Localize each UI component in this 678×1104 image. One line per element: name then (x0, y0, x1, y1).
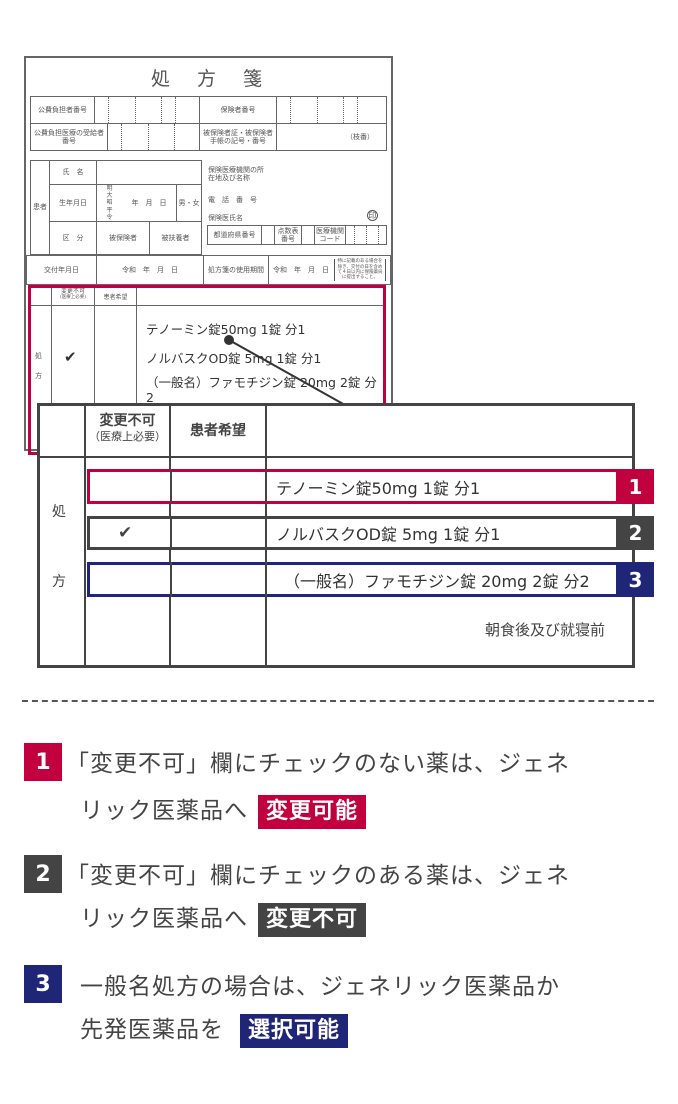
zoom-connector (224, 335, 346, 406)
drug-row-1: テノーミン錠50mg 1錠 分1 (87, 469, 619, 504)
drug-row-3: （一般名）ファモチジン錠 20mg 2錠 分2 (87, 562, 619, 597)
note-2-line-2: リック医薬品へ変更不可 (80, 899, 367, 937)
note-2-line-1: 「変更不可」欄にチェックのある薬は、ジェネ (66, 863, 570, 889)
doctor-label: 保険医氏名 (208, 214, 243, 222)
drug-row-3-text: （一般名）ファモチジン錠 20mg 2錠 分2 (284, 571, 590, 591)
branch-no: （枝番） (276, 123, 387, 151)
valid-period: 令和 年 月 日特に記載のある場合を除き、交付の日を含めて４日以内に保険薬局に提… (268, 255, 391, 285)
medical-need-text: (医療上必要) (59, 294, 86, 300)
note-1-text: リック医薬品へ (80, 798, 248, 824)
note-badge-3: 3 (24, 965, 62, 1003)
rx-highlight: 変更不可(医療上必要) 患者希望 処方 ✔ テノーミン錠50mg 1錠 分1 ノ… (28, 285, 386, 455)
prescription-form: 処 方 箋 公費負担者番号 保険者番号 公費負担医療の受給者番号 被保険者証・被… (24, 56, 393, 455)
tag-selectable: 選択可能 (240, 1014, 349, 1048)
form-title: 処 方 箋 (150, 68, 266, 90)
row-check-icon: ✔ (118, 523, 133, 543)
form-drug-3: （一般名）ファモチジン錠 20mg 2錠 分2 (146, 375, 377, 405)
note-1-line-2: リック医薬品へ変更可能 (80, 791, 367, 829)
drug-row-2: ✔ ノルバスクOD錠 5mg 1錠 分1 (87, 516, 619, 550)
note-1-line-1: 「変更不可」欄にチェックのない薬は、ジェネ (66, 751, 570, 777)
dependent-option: 被扶養者 (149, 221, 202, 255)
note-3-line-1: 一般名処方の場合は、ジェネリック医薬品か (80, 974, 560, 1000)
note-badge-1: 1 (24, 743, 62, 781)
form-rx-label: 処方 (35, 352, 42, 380)
no-change-header: 変更不可 （医療上必要） (86, 412, 169, 444)
note-badge-2: 2 (24, 855, 62, 893)
no-change-label: 変更不可 (99, 413, 156, 429)
dosage-timing: 朝食後及び就寝前 (484, 621, 605, 639)
form-drug-1: テノーミン錠50mg 1錠 分1 (146, 322, 306, 337)
tag-changeable: 変更可能 (258, 795, 367, 829)
era-list: 明大昭平令 (106, 185, 113, 221)
patient-request-header: 患者希望 (190, 423, 246, 439)
note-2-text: リック医薬品へ (80, 906, 248, 932)
rx-label-2: 方 (52, 574, 66, 590)
validity-note: 特に記載のある場合を除き、交付の日を含めて４日以内に保険薬局に提出すること。 (334, 259, 386, 281)
medical-need-label: （医療上必要） (89, 430, 166, 444)
rx-label-1: 処 (52, 504, 66, 520)
institution-label: 保険医療機関の所在地及び名称 (208, 166, 264, 183)
note-3-text: 先発医薬品を (80, 1017, 224, 1043)
valid-date: 令和 年 月 日 (273, 265, 329, 274)
no-change-text: 変更不可 (60, 288, 85, 295)
form-no-change-header: 変更不可(医療上必要) (52, 288, 94, 301)
drug-row-2-text: ノルバスクOD錠 5mg 1錠 分1 (276, 525, 501, 544)
ymd: 年 月 日 (131, 198, 167, 207)
row-badge-3: 3 (617, 562, 654, 597)
row-badge-2: 2 (617, 516, 654, 550)
note-3-line-2: 先発医薬品を選択可能 (80, 1010, 349, 1048)
row-badge-1: 1 (617, 469, 654, 504)
form-patient-request-header: 患者希望 (103, 294, 128, 301)
tag-not-changeable: 変更不可 (258, 903, 367, 937)
check-icon: ✔ (64, 348, 77, 366)
inst-code-boxes (345, 225, 387, 245)
drug-row-1-text: テノーミン錠50mg 1錠 分1 (276, 478, 481, 498)
form-drug-2: ノルバスクOD錠 5mg 1錠 分1 (146, 351, 322, 366)
divider (22, 700, 654, 702)
seal-icon: 印 (367, 210, 378, 221)
connector-line (228, 339, 346, 406)
phone-label: 電 話 番 号 (208, 196, 257, 204)
